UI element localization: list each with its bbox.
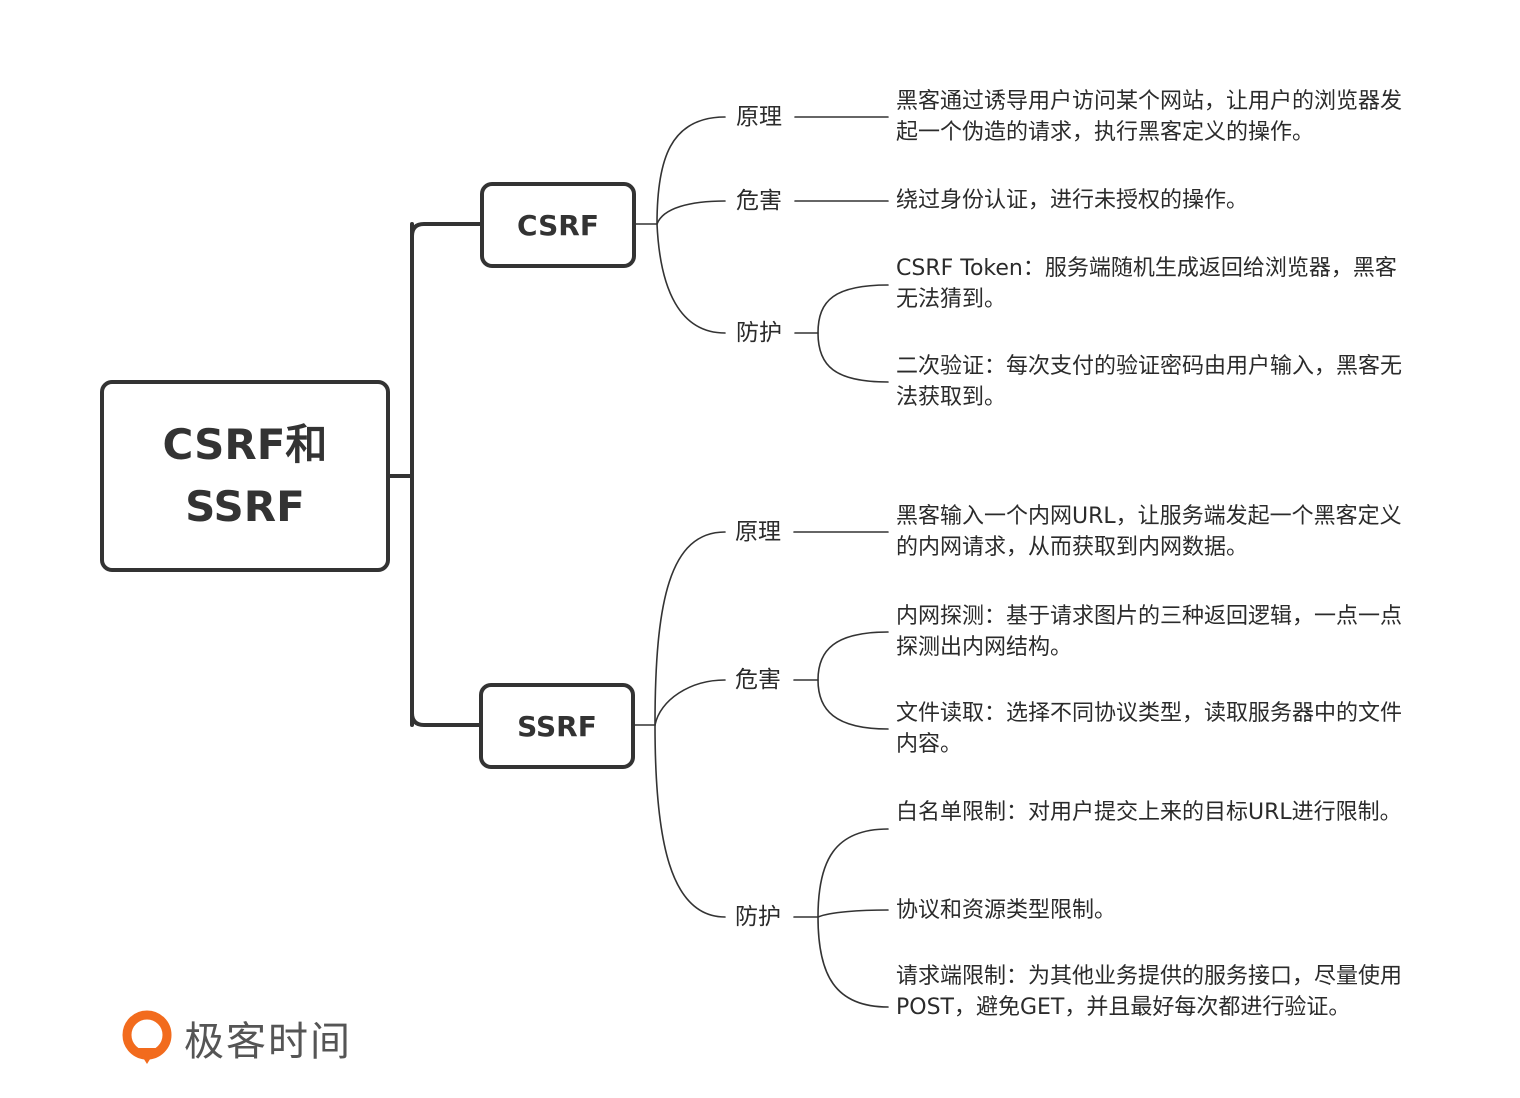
csrf-node: CSRF — [480, 182, 636, 268]
csrf-label: CSRF — [517, 208, 599, 242]
ssrf-defense-label: 防护 — [735, 904, 781, 930]
ssrf-node: SSRF — [479, 683, 635, 769]
csrf-defense-item-2: 二次验证：每次支付的验证密码由用户输入，黑客无法获取到。 — [896, 354, 1403, 410]
csrf-harm-text: 绕过身份认证，进行未授权的操作。 — [896, 188, 1249, 213]
ssrf-harm-label: 危害 — [735, 667, 781, 693]
ssrf-harm-item-2: 文件读取：选择不同协议类型，读取服务器中的文件内容。 — [896, 701, 1403, 757]
csrf-defense-label: 防护 — [736, 320, 782, 346]
logo-text: 极客时间 — [184, 1019, 352, 1065]
ssrf-defense-item-3: 请求端限制：为其他业务提供的服务接口，尽量使用POST，避免GET，并且最好每次… — [896, 964, 1403, 1020]
csrf-principle-text: 黑客通过诱导用户访问某个网站，让用户的浏览器发起一个伪造的请求，执行黑客定义的操… — [896, 89, 1403, 145]
ssrf-harm-item-1: 内网探测：基于请求图片的三种返回逻辑，一点一点探测出内网结构。 — [896, 604, 1403, 660]
logo-icon — [122, 1010, 172, 1064]
ssrf-defense-item-2: 协议和资源类型限制。 — [896, 898, 1117, 923]
csrf-principle-label: 原理 — [736, 104, 782, 130]
csrf-harm-label: 危害 — [736, 188, 782, 214]
brand-logo: 极客时间 — [120, 1008, 352, 1068]
root-label: CSRF和 SSRF — [162, 420, 328, 531]
ssrf-principle-text: 黑客输入一个内网URL，让服务端发起一个黑客定义的内网请求，从而获取到内网数据。 — [896, 504, 1402, 560]
ssrf-label: SSRF — [517, 709, 597, 743]
csrf-defense-item-1: CSRF Token：服务端随机生成返回给浏览器，黑客无法猜到。 — [896, 256, 1397, 312]
root-node: CSRF和 SSRF — [100, 380, 390, 572]
ssrf-principle-label: 原理 — [735, 519, 781, 545]
ssrf-defense-item-1: 白名单限制：对用户提交上来的目标URL进行限制。 — [896, 800, 1402, 825]
